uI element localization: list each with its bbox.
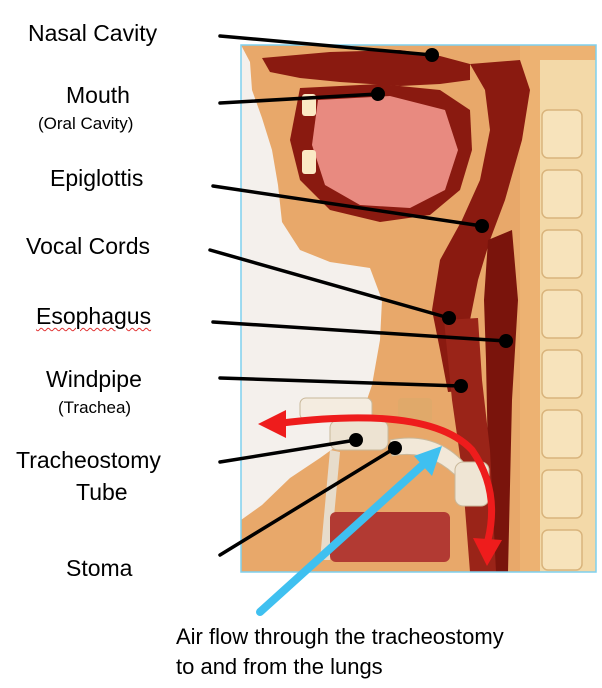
caption-line2: to and from the lungs — [176, 652, 596, 682]
label-mouth-sub: (Oral Cavity) — [38, 114, 133, 134]
label-trach-tube-line2: Tube — [76, 479, 128, 505]
label-windpipe: Windpipe — [46, 366, 142, 392]
label-epiglottis: Epiglottis — [50, 165, 143, 191]
label-stoma: Stoma — [66, 555, 132, 581]
label-nasal-cavity: Nasal Cavity — [28, 20, 157, 46]
label-esophagus: Esophagus — [36, 303, 151, 329]
airflow-caption: Air flow through the tracheostomy to and… — [176, 622, 596, 683]
label-vocal-cords: Vocal Cords — [26, 233, 150, 259]
label-trach-tube-line1: Tracheostomy — [16, 447, 161, 473]
label-mouth: Mouth — [66, 82, 130, 108]
caption-line1: Air flow through the tracheostomy — [176, 622, 596, 652]
label-windpipe-sub: (Trachea) — [58, 398, 131, 418]
